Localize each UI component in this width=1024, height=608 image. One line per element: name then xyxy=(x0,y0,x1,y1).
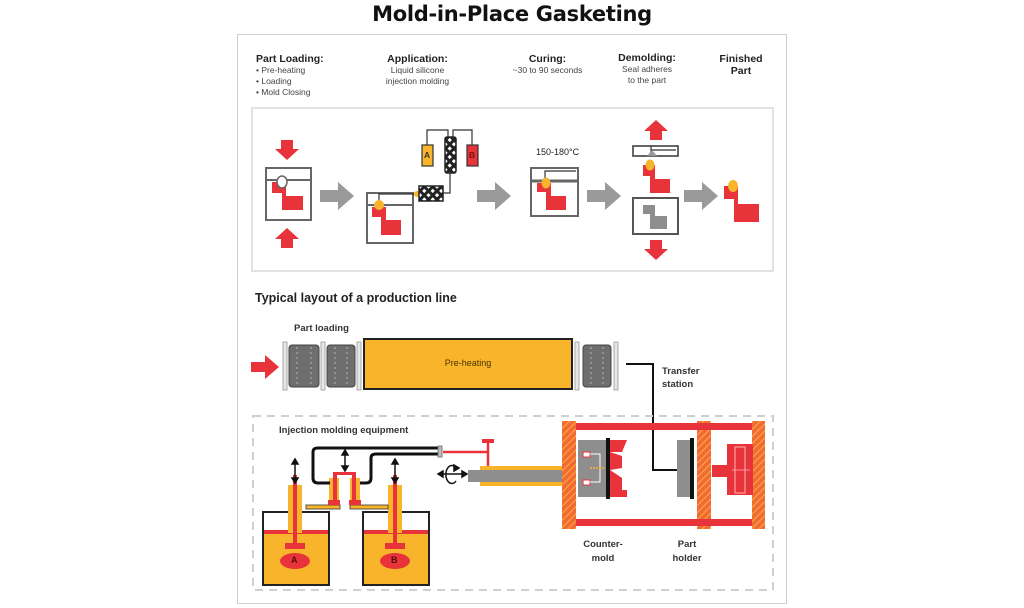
part-loading-label: Part loading xyxy=(294,323,349,334)
pre-heating-label: Pre-heating xyxy=(444,358,492,368)
pre-heating-oven xyxy=(363,338,573,390)
arrow-down-icon xyxy=(644,240,668,260)
bullet: • Pre-heating xyxy=(256,65,306,75)
finished-part-shape xyxy=(724,186,759,222)
pallet xyxy=(574,341,619,391)
stage-subtitle: Seal adheres xyxy=(621,64,673,74)
stage-application: Application: Liquid silicone injection m… xyxy=(370,53,465,87)
flow-arrow-icon xyxy=(320,182,354,210)
part-holder-label: Part holder xyxy=(662,538,712,566)
arrow-up-icon xyxy=(275,228,299,248)
component-a-box xyxy=(421,144,434,167)
stroke-arrows xyxy=(290,448,400,485)
tank-b xyxy=(362,475,430,586)
metering-unit xyxy=(305,472,389,510)
bullet: • Mold Closing xyxy=(256,87,311,97)
hose-b xyxy=(360,452,440,485)
tank-b-label: B xyxy=(391,555,398,565)
stage-subtitle: injection molding xyxy=(385,76,450,86)
stage1-graphic xyxy=(265,140,312,248)
flow-arrow-icon xyxy=(587,182,621,210)
stage-demolding: Demolding: Seal adheres to the part xyxy=(607,52,687,86)
label-line: station xyxy=(662,379,694,390)
tank-a xyxy=(262,475,330,586)
part-shape xyxy=(272,182,303,210)
stage-subtitle: Liquid silicone xyxy=(390,65,445,75)
component-b-box xyxy=(466,144,479,167)
conveyor xyxy=(282,338,619,391)
stage-part-loading: Part Loading: • Pre-heating • Loading • … xyxy=(256,53,324,98)
pallet xyxy=(326,341,362,391)
stage-bullets: • Pre-heating • Loading • Mold Closing xyxy=(256,65,324,98)
label-line: Transfer xyxy=(662,366,700,377)
label-line: mold xyxy=(591,553,615,564)
arrow-up-icon xyxy=(644,120,668,140)
part-holder xyxy=(677,440,690,497)
stage-curing: Curing: ~30 to 90 seconds xyxy=(500,53,595,76)
pallet xyxy=(282,341,326,391)
counter-mold-label: Counter- mold xyxy=(578,538,628,566)
rotation-icon xyxy=(436,463,469,485)
stage-title: Part xyxy=(730,65,752,77)
stage-title: Finished xyxy=(719,53,763,65)
label-line: Part xyxy=(677,539,697,550)
stage5-graphic xyxy=(724,180,759,222)
bullet: • Loading xyxy=(256,76,292,86)
stage-subtitle: to the part xyxy=(627,75,667,85)
hose-a xyxy=(311,446,440,485)
stage-title: Demolding: xyxy=(618,52,676,64)
arrow-down-icon xyxy=(275,140,299,160)
component-a-label: A xyxy=(424,150,431,160)
mixer-column-icon xyxy=(444,136,457,174)
component-b-label: B xyxy=(469,150,476,160)
mold-press xyxy=(562,421,765,529)
injection-equipment-label: Injection molding equipment xyxy=(279,425,409,436)
process-panel xyxy=(251,107,774,272)
stage-title: Curing: xyxy=(528,53,567,65)
transfer-station-label: Transfer station xyxy=(662,365,700,391)
stage-title: Application: xyxy=(387,53,448,65)
input-arrow-icon xyxy=(251,355,279,379)
production-line-title: Typical layout of a production line xyxy=(255,291,457,305)
label-line: Counter- xyxy=(583,539,623,550)
stage2-graphic xyxy=(366,129,479,244)
flow-arrow-icon xyxy=(477,182,511,210)
injection-area xyxy=(252,415,774,591)
stage-subtitle: ~30 to 90 seconds xyxy=(512,65,583,75)
stage-title: Part Loading: xyxy=(256,53,324,65)
flow-arrow-icon xyxy=(684,182,718,210)
stage4-graphic xyxy=(632,120,679,260)
temperature-label: 150-180°C xyxy=(536,147,580,157)
page-title: Mold-in-Place Gasketing xyxy=(372,2,652,26)
label-line: holder xyxy=(672,553,702,564)
stage-finished-part: Finished Part xyxy=(708,53,774,77)
static-mixer-icon xyxy=(418,185,444,202)
tank-a-label: A xyxy=(291,555,298,565)
stage3-graphic xyxy=(530,167,579,217)
